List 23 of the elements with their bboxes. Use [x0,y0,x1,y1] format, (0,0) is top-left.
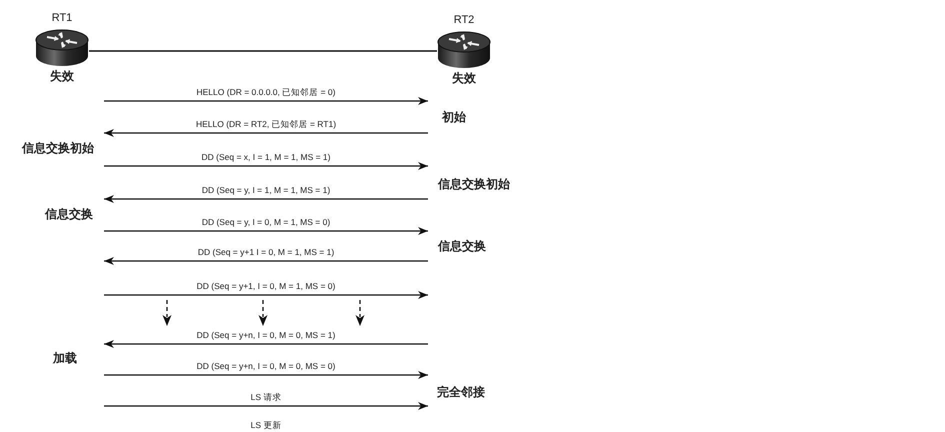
link-line [89,50,437,52]
message-label: LS 请求 [248,392,284,402]
state-label: 失效 [50,69,74,83]
message-label: LS 更新 [248,420,284,430]
message-label: DD (Seq = y+n, I = 0, M = 0, MS = 0) [194,361,338,371]
state-label: 加载 [53,351,77,365]
message-label: HELLO (DR = RT2, 已知邻居 = RT1) [194,119,338,129]
message-label: DD (Seq = y+1, I = 0, M = 1, MS = 0) [194,281,338,291]
router-name: RT1 [52,12,72,25]
state-label: 完全邻接 [437,385,485,399]
message-label: DD (Seq = y, I = 1, M = 1, MS = 1) [200,185,332,195]
message-label: DD (Seq = y+1 I = 0, M = 1, MS = 1) [196,247,336,257]
router-name: RT2 [454,14,474,27]
state-label: 信息交换初始 [438,177,510,191]
message-label: DD (Seq = y, I = 0, M = 1, MS = 0) [200,217,332,227]
message-label: HELLO (DR = 0.0.0.0, 已知邻居 = 0) [194,87,338,97]
message-label: DD (Seq = x, I = 1, M = 1, MS = 1) [200,152,332,162]
state-label: 信息交换 [45,207,93,221]
state-label: 失效 [452,71,476,85]
state-label: 信息交换初始 [22,141,94,155]
state-label: 信息交换 [438,239,486,253]
message-label: DD (Seq = y+n, I = 0, M = 0, MS = 1) [194,330,338,340]
state-label: 初始 [442,110,466,124]
